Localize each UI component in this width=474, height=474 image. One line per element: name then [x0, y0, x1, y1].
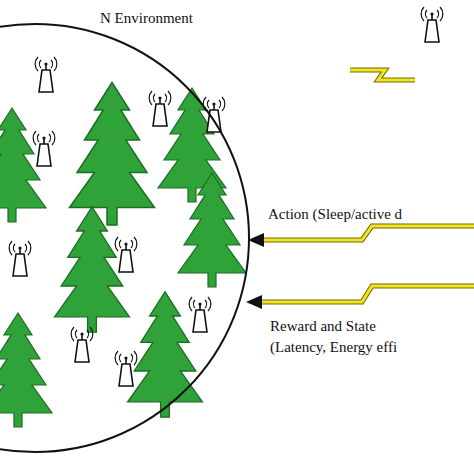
node-heading: N Environment: [100, 8, 193, 29]
lightning-link: [350, 70, 415, 80]
sensor-node: [9, 241, 31, 276]
sensor-node: [33, 131, 55, 166]
sensor-node: [35, 57, 57, 92]
pine-tree: [70, 83, 155, 226]
environment-circle: N Environment: [0, 23, 250, 453]
sensor-node: [203, 97, 225, 132]
sensor-node: [115, 351, 137, 386]
pine-tree: [178, 173, 246, 287]
action-arrow: [262, 226, 474, 240]
pine-tree: [0, 313, 52, 427]
arrow-label: Action (Sleep/active d: [268, 204, 474, 225]
trees: [0, 83, 246, 428]
arrow-head: [246, 295, 262, 309]
sensor-node: [115, 237, 137, 272]
lightning-links: [246, 70, 474, 309]
sensor-nodes: [9, 7, 443, 386]
reward-arrow: [260, 286, 474, 302]
arrow-head: [248, 233, 264, 247]
action-arrow: [262, 226, 474, 240]
sensor-node: [421, 7, 443, 42]
lightning-link: [350, 70, 415, 80]
sensor-node: [149, 91, 171, 126]
arrow-label: Reward and State (Latency, Energy effi: [270, 316, 425, 358]
sensor-node: [189, 297, 211, 332]
reward-arrow: [260, 286, 474, 302]
sensor-node: [71, 327, 93, 362]
pine-tree: [55, 207, 130, 332]
